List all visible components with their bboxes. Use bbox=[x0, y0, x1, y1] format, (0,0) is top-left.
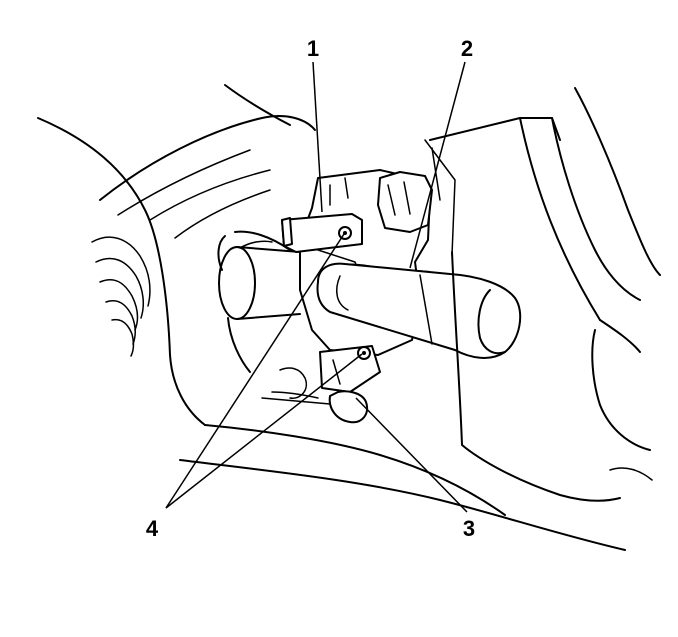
callout-1-label: 1 bbox=[307, 36, 319, 61]
callout-2-label: 2 bbox=[461, 36, 473, 61]
leader-2 bbox=[409, 61, 466, 269]
upper-mounting-tab bbox=[281, 213, 363, 253]
turn-signal-lever bbox=[316, 262, 522, 359]
leader-1 bbox=[312, 61, 323, 213]
leader-lines bbox=[165, 61, 468, 513]
leader-4a bbox=[165, 233, 345, 509]
leader-4b bbox=[165, 353, 363, 509]
dash-trim-right bbox=[429, 87, 661, 502]
instrument-panel-shroud bbox=[37, 84, 626, 551]
leader-3 bbox=[355, 397, 468, 513]
callout-4-label: 4 bbox=[146, 516, 159, 541]
callout-3-label: 3 bbox=[463, 516, 475, 541]
lower-connector bbox=[261, 345, 381, 424]
steering-column-shaft bbox=[217, 230, 301, 373]
instrument-panel-vents bbox=[91, 236, 151, 357]
